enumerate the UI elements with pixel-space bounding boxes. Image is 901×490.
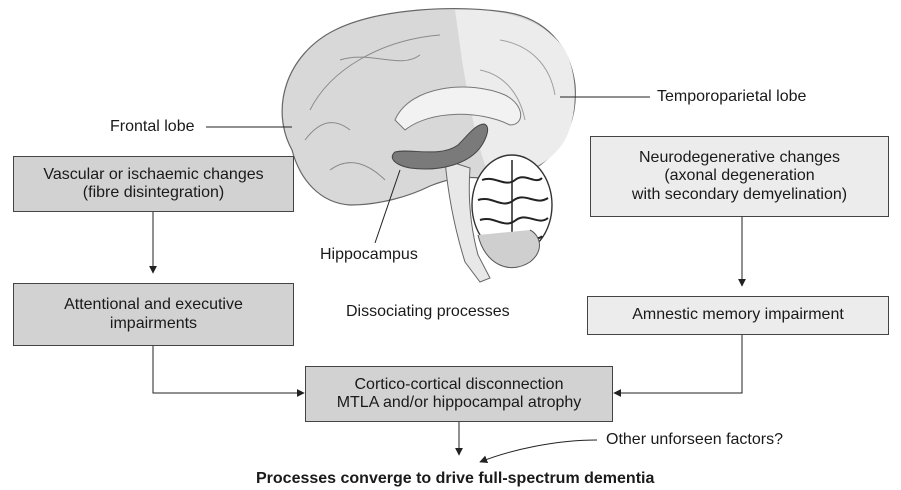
arrow-attentional-to-disconnection: [153, 346, 304, 393]
brain-illustration: [282, 9, 575, 282]
arrow-other-factors: [480, 440, 597, 462]
attentional-impairments-box: Attentional and executive impairments: [13, 283, 294, 346]
frontal-lobe-label: Frontal lobe: [110, 118, 195, 136]
disconnection-box: Cortico-cortical disconnection MTLA and/…: [305, 366, 613, 422]
hippocampus-label: Hippocampus: [320, 246, 418, 264]
converge-caption: Processes converge to drive full-spectru…: [256, 470, 654, 488]
temporoparietal-lobe-label: Temporoparietal lobe: [657, 88, 806, 106]
dissociating-processes-label: Dissociating processes: [346, 303, 510, 321]
disconnection-text: Cortico-cortical disconnection MTLA and/…: [337, 376, 582, 413]
vascular-changes-box: Vascular or ischaemic changes (fibre dis…: [13, 156, 294, 212]
attentional-impairments-text: Attentional and executive impairments: [64, 296, 243, 333]
amnestic-impairment-box: Amnestic memory impairment: [587, 296, 889, 335]
vascular-changes-text: Vascular or ischaemic changes (fibre dis…: [43, 166, 263, 203]
amnestic-impairment-text: Amnestic memory impairment: [632, 306, 844, 324]
arrow-amnestic-to-disconnection: [614, 335, 742, 393]
other-factors-label: Other unforseen factors?: [606, 431, 783, 449]
neurodegenerative-changes-box: Neurodegenerative changes (axonal degene…: [590, 136, 889, 217]
neurodegenerative-changes-text: Neurodegenerative changes (axonal degene…: [632, 149, 847, 204]
cerebellar-lower-lobe: [478, 230, 539, 268]
